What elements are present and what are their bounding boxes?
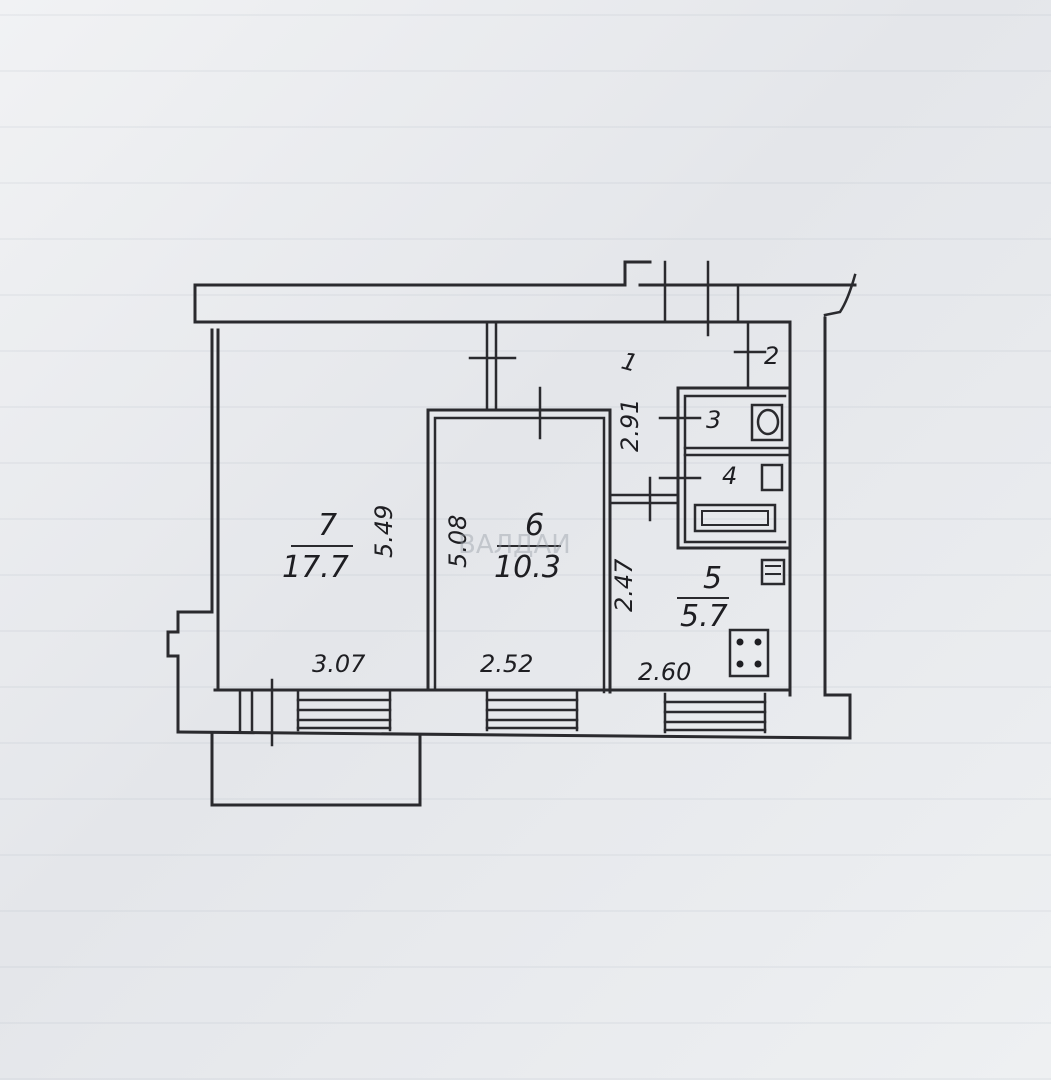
window-3 xyxy=(663,692,767,734)
corridor-length-dim: 2.91 xyxy=(616,399,644,452)
room4-number: 4 xyxy=(722,462,737,490)
toilet-icon xyxy=(750,403,784,442)
window-2 xyxy=(485,690,579,732)
room2-number: 2 xyxy=(764,342,779,370)
top-right-break xyxy=(823,273,857,317)
watermark-text: ВАЛДАИ xyxy=(458,530,571,560)
room6-width-dim: 2.52 xyxy=(480,650,533,678)
room7-width-dim: 3.07 xyxy=(312,650,366,678)
bath-block-outer xyxy=(676,386,792,550)
room5-area: 5.7 xyxy=(680,599,728,634)
window-1 xyxy=(296,690,392,732)
room5-number: 5 xyxy=(703,561,722,596)
wc-bath-divider xyxy=(683,446,792,457)
bottom-wall-outer xyxy=(176,730,852,740)
fixtures xyxy=(693,403,786,678)
partition-kitchen xyxy=(610,493,680,505)
room7-length-dim: 5.49 xyxy=(370,505,398,558)
room6-wall-inner xyxy=(433,416,606,694)
partition-7-1 xyxy=(485,320,498,412)
dimension-labels: 3.07 2.52 2.60 5.49 5.08 2.47 2.91 xyxy=(312,399,691,686)
room1-number: 1 xyxy=(618,347,640,378)
room7-number: 7 xyxy=(318,508,337,543)
room5-length-dim: 2.47 xyxy=(610,558,638,612)
room6-length-dim: 5.08 xyxy=(444,515,472,568)
partitions xyxy=(426,260,792,694)
balcony-outline xyxy=(210,733,422,807)
room-labels: 7 17.7 6 10.3 5 5.7 4 3 2 1 xyxy=(282,342,779,634)
balcony-door xyxy=(238,690,254,732)
sink-icon xyxy=(760,463,784,492)
top-wall-outer xyxy=(193,260,652,287)
balcony xyxy=(210,678,422,807)
windows xyxy=(296,690,767,734)
room6-number: 6 xyxy=(525,508,544,543)
bathtub-icon xyxy=(693,503,777,533)
bath-block-inner xyxy=(683,394,787,544)
room6-area: 10.3 xyxy=(494,550,561,585)
left-wall-jog xyxy=(166,610,214,732)
room5-width-dim: 2.60 xyxy=(638,658,691,686)
room7-area: 17.7 xyxy=(282,550,349,585)
kitchen-sink-icon xyxy=(760,558,786,586)
stove-icon xyxy=(728,628,770,678)
room3-number: 3 xyxy=(706,406,721,434)
right-wall-outer xyxy=(823,316,852,740)
room6-wall-outer xyxy=(426,408,612,694)
outer-walls xyxy=(166,260,857,740)
